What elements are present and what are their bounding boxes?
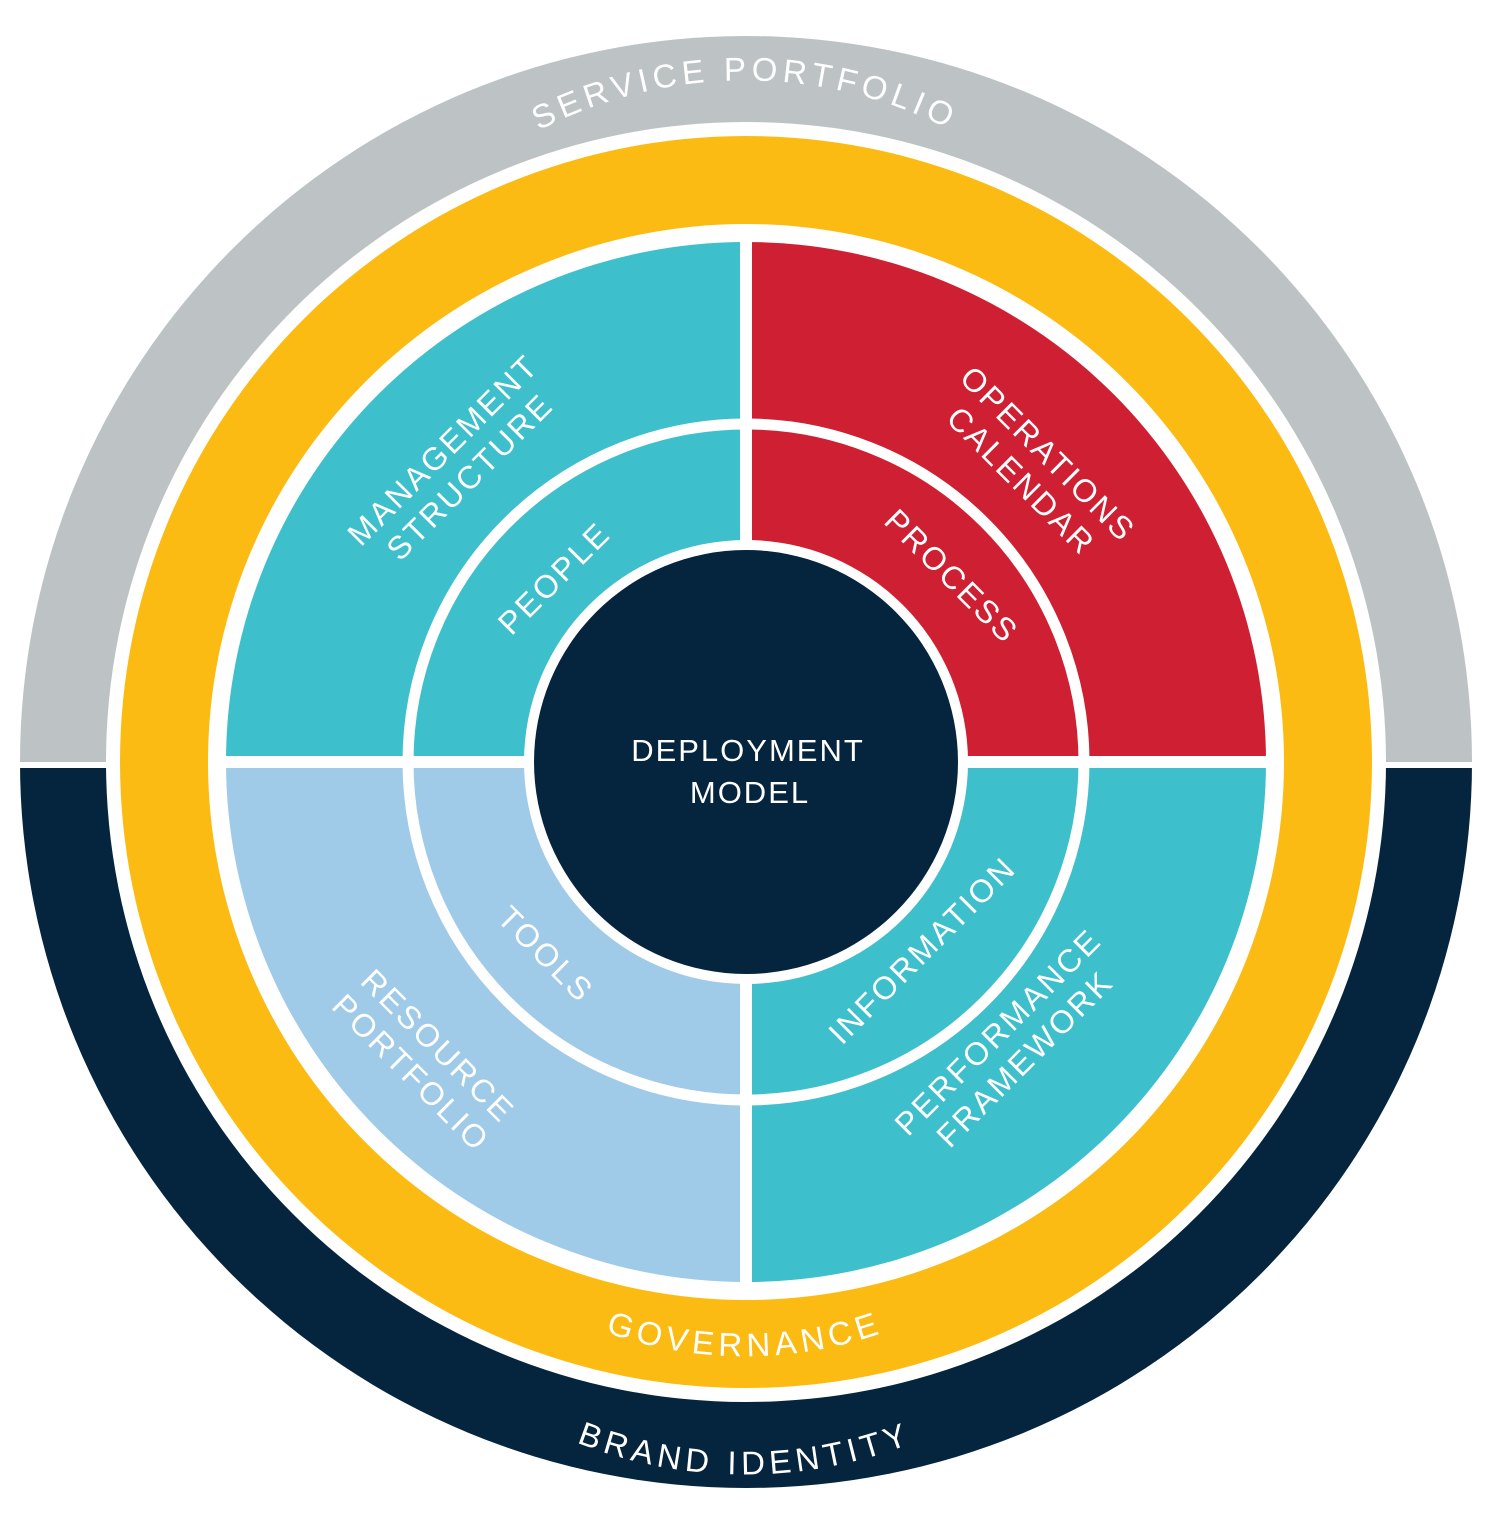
core-label-line1: DEPLOYMENT [631,733,865,768]
deployment-model-core [534,550,958,974]
core-label-line2: MODEL [690,775,810,810]
